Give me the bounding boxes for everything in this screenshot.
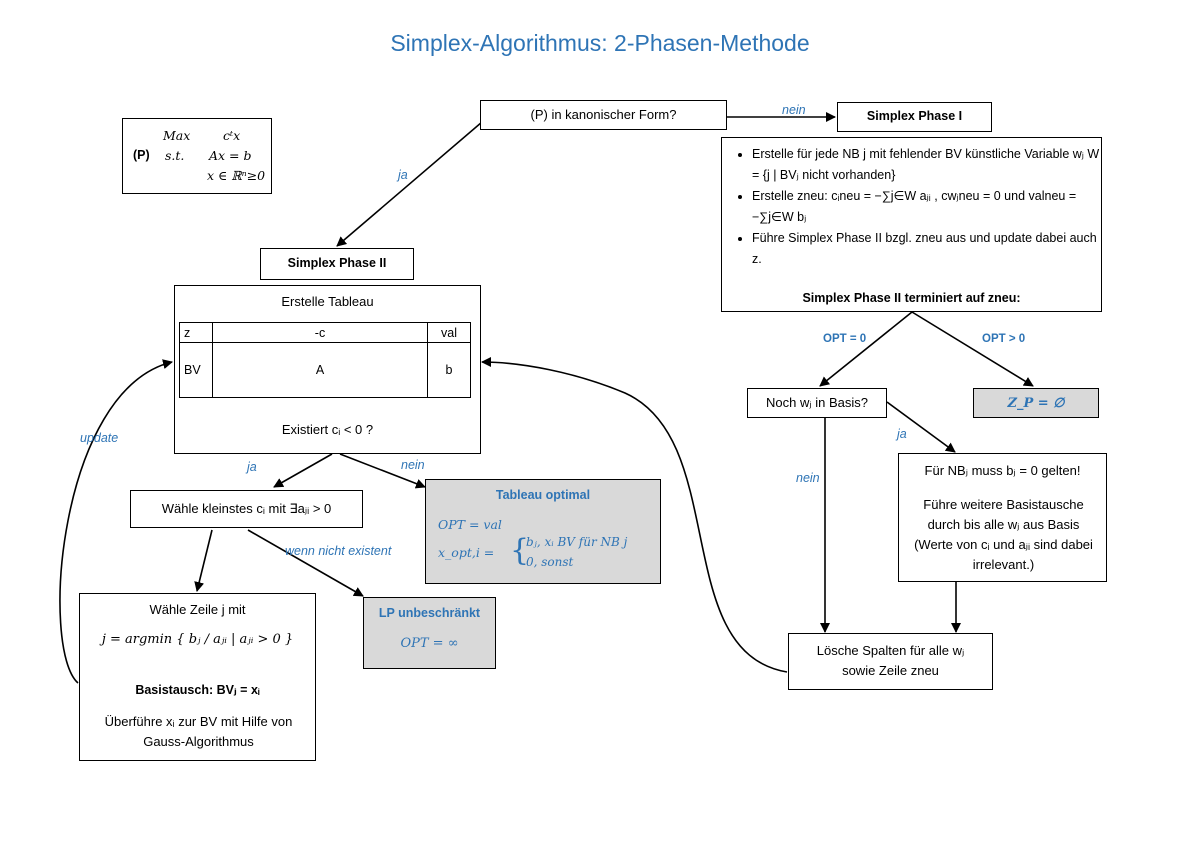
optimal-case-2: 0, sonst: [526, 555, 574, 569]
problem-domain: x ∈ ℝⁿ≥0: [207, 168, 266, 183]
basis-swap: Basistausch: BVⱼ = xᵢ: [135, 683, 260, 697]
still-in-basis-label: Noch wⱼ in Basis?: [766, 395, 868, 410]
tableau-cell-a: A: [212, 342, 428, 398]
tableau-table-wrap: z -c val BV A b: [179, 322, 471, 398]
label-ja-left: ja: [398, 168, 408, 182]
label-nein-right: nein: [796, 471, 820, 485]
phase1-title-box: Simplex Phase I: [837, 102, 992, 132]
gauss-text: Überführe xᵢ zur BV mit Hilfe von Gauss-…: [104, 714, 293, 749]
label-nein-top: nein: [782, 103, 806, 117]
arrow-choose-col-to-unbounded: [247, 529, 364, 597]
label-not-exist: wenn nicht existent: [285, 544, 392, 558]
optimal-brace: {: [510, 533, 530, 568]
delete-columns-label: Lösche Spalten für alle wⱼ sowie Zeile z…: [816, 643, 965, 678]
phase2-title: Simplex Phase II: [287, 256, 387, 270]
unbounded-formula: OPT = ∞: [400, 636, 459, 651]
phase2-title-box: Simplex Phase II: [260, 248, 414, 280]
label-opt-pos: OPT > 0: [982, 333, 1026, 345]
arrow-phase2-to-optimal: [339, 453, 426, 489]
arrow-phase2-to-choose-col: [273, 453, 333, 488]
arrow-canonical-to-phase2: [336, 121, 483, 247]
label-update: update: [80, 431, 119, 445]
label-nein-mid: nein: [401, 458, 425, 472]
unbounded-box: LP unbeschränkt OPT = ∞: [363, 597, 496, 669]
delete-columns-box: Lösche Spalten für alle wⱼ sowie Zeile z…: [788, 633, 993, 690]
label-ja-mid: ja: [247, 460, 257, 474]
zp-empty-label: Z_P = ∅: [1007, 396, 1065, 411]
tableau-row-body: BV A b: [179, 342, 471, 398]
phase1-title: Simplex Phase I: [866, 109, 963, 123]
tableau-row-header: z -c val: [179, 322, 471, 343]
problem-st: s.t.: [165, 148, 185, 163]
phase1-bullet-1: Erstelle für jede NB j mit fehlender BV …: [752, 144, 1101, 186]
unbounded-title: LP unbeschränkt: [378, 606, 481, 620]
phase1-footer: Simplex Phase II terminiert auf zneu:: [802, 291, 1021, 305]
canonical-form-label: (P) in kanonischer Form?: [530, 107, 677, 122]
choose-column-label: Wähle kleinstes cᵢ mit ∃aⱼᵢ > 0: [161, 501, 332, 516]
phase1-content-box: Erstelle für jede NB j mit fehlender BV …: [721, 137, 1102, 312]
optimal-x-label: x_opt,i =: [438, 545, 495, 560]
tableau-box: Erstelle Tableau z -c val BV A b Existie…: [174, 285, 481, 454]
arrow-update-loop: [59, 359, 173, 684]
tableau-cell-b: b: [427, 342, 471, 398]
nb-condition: Für NBⱼ muss bⱼ = 0 gelten!: [924, 463, 1081, 478]
arrow-phase1-to-still-in-basis: [819, 311, 913, 387]
problem-label: (P): [133, 148, 150, 162]
arrow-phase1-to-zp: [911, 311, 1034, 387]
problem-definition-box: (P) Max cᵗx s.t. Ax = b x ∈ ℝⁿ≥0: [122, 118, 272, 194]
choose-row-title: Wähle Zeile j mit: [149, 602, 246, 617]
optimal-title: Tableau optimal: [495, 488, 591, 502]
arrow-choose-col-to-choose-row: [194, 529, 213, 592]
tableau-question: Existiert cᵢ < 0 ?: [281, 422, 374, 437]
still-in-basis-box: Noch wⱼ in Basis?: [747, 388, 887, 418]
optimal-value: OPT = val: [438, 517, 502, 532]
arrow-delete-to-phase2: [481, 357, 788, 673]
label-ja-right: ja: [897, 427, 907, 441]
tableau-optimal-box: Tableau optimal OPT = val x_opt,i = { bⱼ…: [425, 479, 661, 584]
problem-max: Max: [163, 128, 191, 143]
nb-condition-box: Für NBⱼ muss bⱼ = 0 gelten! Führe weiter…: [898, 453, 1107, 582]
label-opt-zero: OPT = 0: [823, 333, 867, 345]
tableau-title: Erstelle Tableau: [281, 294, 374, 309]
phase1-bullet-2: Erstelle zneu: cᵢneu = −∑j∈W aⱼᵢ , cwⱼne…: [752, 186, 1101, 228]
tableau-cell-z: z: [179, 322, 213, 343]
tableau-table: z -c val BV A b: [179, 322, 471, 398]
problem-objective: cᵗx: [223, 128, 241, 143]
tableau-cell-bv: BV: [179, 342, 213, 398]
arrow-still-in-basis-to-nb: [886, 401, 956, 453]
zp-empty-box: Z_P = ∅: [973, 388, 1099, 418]
canonical-form-question: (P) in kanonischer Form?: [480, 100, 727, 130]
tableau-cell-neg-c: -c: [212, 322, 428, 343]
tableau-cell-val: val: [427, 322, 471, 343]
problem-constraint: Ax = b: [209, 148, 252, 163]
choose-row-formula: j = argmin { bⱼ / aⱼᵢ | aⱼᵢ > 0 }: [101, 632, 294, 647]
optimal-case-1: bⱼ, xᵢ BV für NB j: [526, 535, 628, 549]
choose-row-box: Wähle Zeile j mit j = argmin { bⱼ / aⱼᵢ …: [79, 593, 316, 761]
phase1-bullet-3: Führe Simplex Phase II bzgl. zneu aus un…: [752, 228, 1101, 270]
page-title: Simplex-Algorithmus: 2-Phasen-Methode: [390, 30, 810, 56]
choose-column-box: Wähle kleinstes cᵢ mit ∃aⱼᵢ > 0: [130, 490, 363, 528]
further-swaps: Führe weitere Basistausche durch bis all…: [914, 497, 1093, 572]
